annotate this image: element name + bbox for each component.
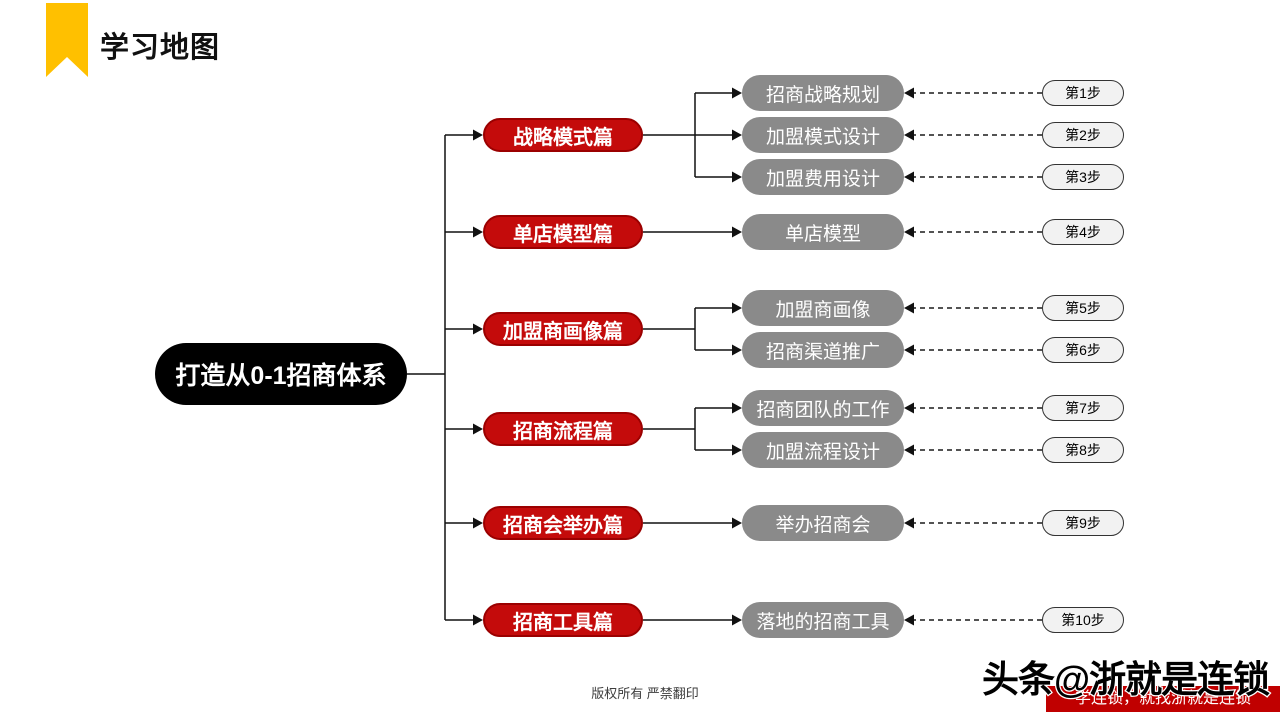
step-badge-10: 第10步 (1042, 607, 1124, 633)
topic-node-9: 举办招商会 (742, 505, 904, 541)
step-badge-3: 第3步 (1042, 164, 1124, 190)
topic-node-2: 加盟模式设计 (742, 117, 904, 153)
branch-node-process: 招商流程篇 (483, 412, 643, 446)
topic-node-4: 单店模型 (742, 214, 904, 250)
topic-node-1: 招商战略规划 (742, 75, 904, 111)
branch-node-tools: 招商工具篇 (483, 603, 643, 637)
step-badge-9: 第9步 (1042, 510, 1124, 536)
topic-node-6: 招商渠道推广 (742, 332, 904, 368)
step-badge-6: 第6步 (1042, 337, 1124, 363)
step-badge-4: 第4步 (1042, 219, 1124, 245)
topic-node-3: 加盟费用设计 (742, 159, 904, 195)
step-badge-7: 第7步 (1042, 395, 1124, 421)
step-badge-2: 第2步 (1042, 122, 1124, 148)
step-badge-8: 第8步 (1042, 437, 1124, 463)
watermark-banner: 学连锁，就找浙就是连锁 (1046, 686, 1280, 712)
branch-node-single-store: 单店模型篇 (483, 215, 643, 249)
page-title: 学习地图 (100, 32, 221, 64)
copyright-notice: 版权所有 严禁翻印 (591, 686, 699, 701)
topic-node-7: 招商团队的工作 (742, 390, 904, 426)
topic-node-8: 加盟流程设计 (742, 432, 904, 468)
root-node: 打造从0-1招商体系 (155, 343, 407, 405)
step-badge-5: 第5步 (1042, 295, 1124, 321)
topic-node-5: 加盟商画像 (742, 290, 904, 326)
branch-node-strategy-model: 战略模式篇 (483, 118, 643, 152)
step-badge-1: 第1步 (1042, 80, 1124, 106)
watermark-handle: 头条@浙就是连锁 (981, 658, 1272, 702)
topic-node-10: 落地的招商工具 (742, 602, 904, 638)
branch-node-conference: 招商会举办篇 (483, 506, 643, 540)
branch-node-franchisee-profile: 加盟商画像篇 (483, 312, 643, 346)
dashed-connectors (913, 92, 1042, 621)
solid-connectors (407, 92, 732, 621)
